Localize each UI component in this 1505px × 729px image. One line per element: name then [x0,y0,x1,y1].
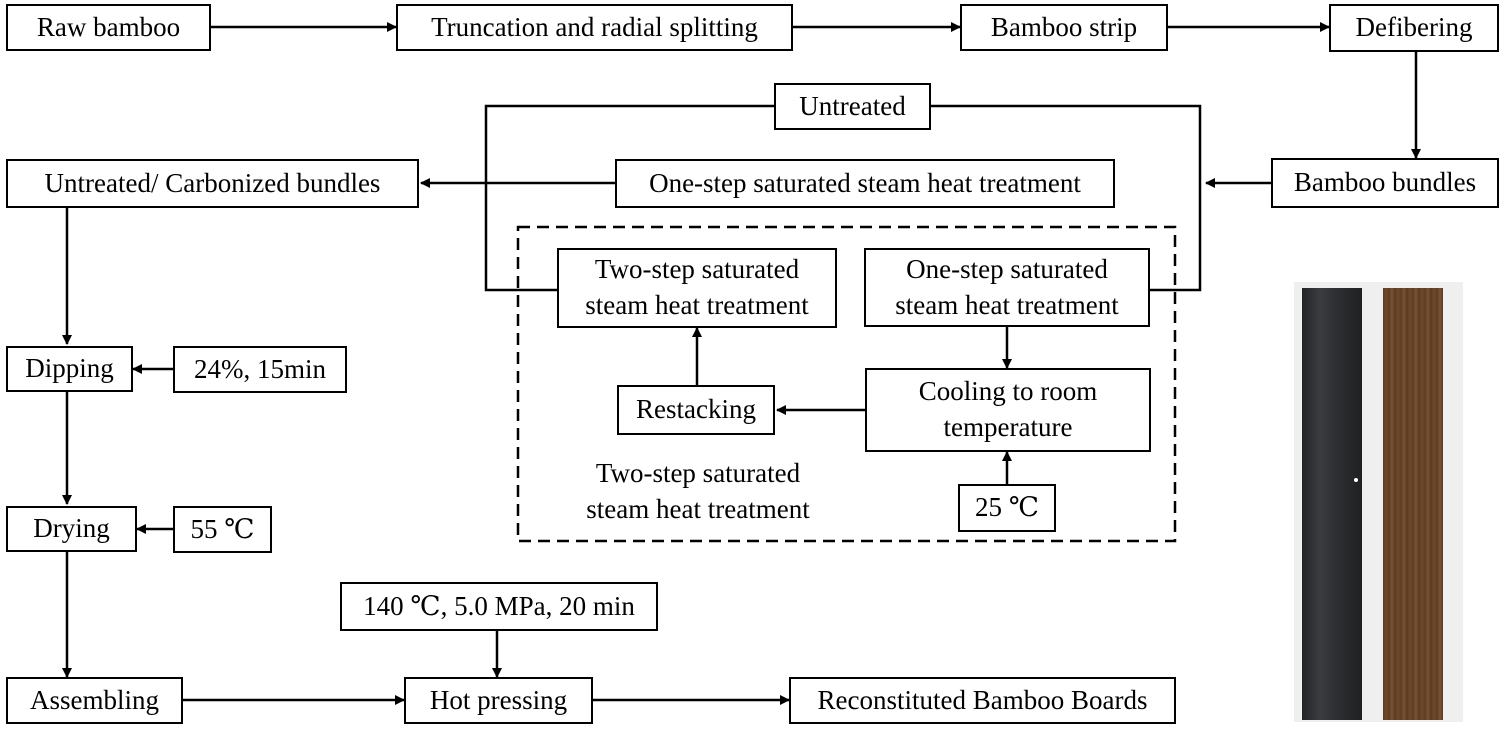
box-25c: 25 ℃ [958,484,1056,532]
box-press-param: 140 ℃, 5.0 MPa, 20 min [340,582,658,631]
box-hot-pressing: Hot pressing [404,677,593,724]
sample-photo [1294,282,1463,722]
box-dipping-param: 24%, 15min [173,346,347,393]
dashed-group-label: Two-step saturated steam heat treatment [560,456,836,527]
box-cooling: Cooling to room temperature [865,368,1151,452]
box-one-step-treatment: One-step saturated steam heat treatment [615,159,1115,208]
carbonized-sample-strip [1302,288,1362,720]
line-untreated-left [484,104,774,292]
box-two-step-treatment: Two-step saturated steam heat treatment [557,248,837,328]
untreated-sample-strip [1383,288,1443,720]
cooling-line-2: temperature [943,412,1073,442]
box-one-step-inner: One-step saturated steam heat treatment [864,248,1150,327]
box-raw-bamboo: Raw bamboo [6,4,211,51]
dashed-group-frame [516,225,1177,543]
box-bamboo-strip: Bamboo strip [960,4,1168,51]
line-untreated-right [931,104,1202,292]
one-step-inner-line-2: steam heat treatment [895,289,1119,320]
box-untreated-carbonized-bundles: Untreated/ Carbonized bundles [6,159,419,208]
group-label-line-2: steam heat treatment [586,493,810,524]
box-drying: Drying [6,506,137,552]
box-dipping: Dipping [6,346,133,392]
one-step-inner-line-1: One-step saturated [906,253,1108,284]
cooling-line-1: Cooling to room [918,376,1098,407]
box-untreated: Untreated [774,83,931,130]
box-truncation-splitting: Truncation and radial splitting [396,4,793,51]
box-bamboo-bundles: Bamboo bundles [1271,158,1499,208]
box-restacking: Restacking [617,385,775,435]
box-reconstituted-boards: Reconstituted Bamboo Boards [789,677,1176,724]
box-defibering: Defibering [1329,4,1499,52]
two-step-line-2: steam heat treatment [585,290,809,320]
box-drying-param: 55 ℃ [173,506,272,553]
two-step-line-1: Two-step saturated [594,254,800,285]
group-label-line-1: Two-step saturated [595,458,801,488]
box-assembling: Assembling [6,677,183,724]
